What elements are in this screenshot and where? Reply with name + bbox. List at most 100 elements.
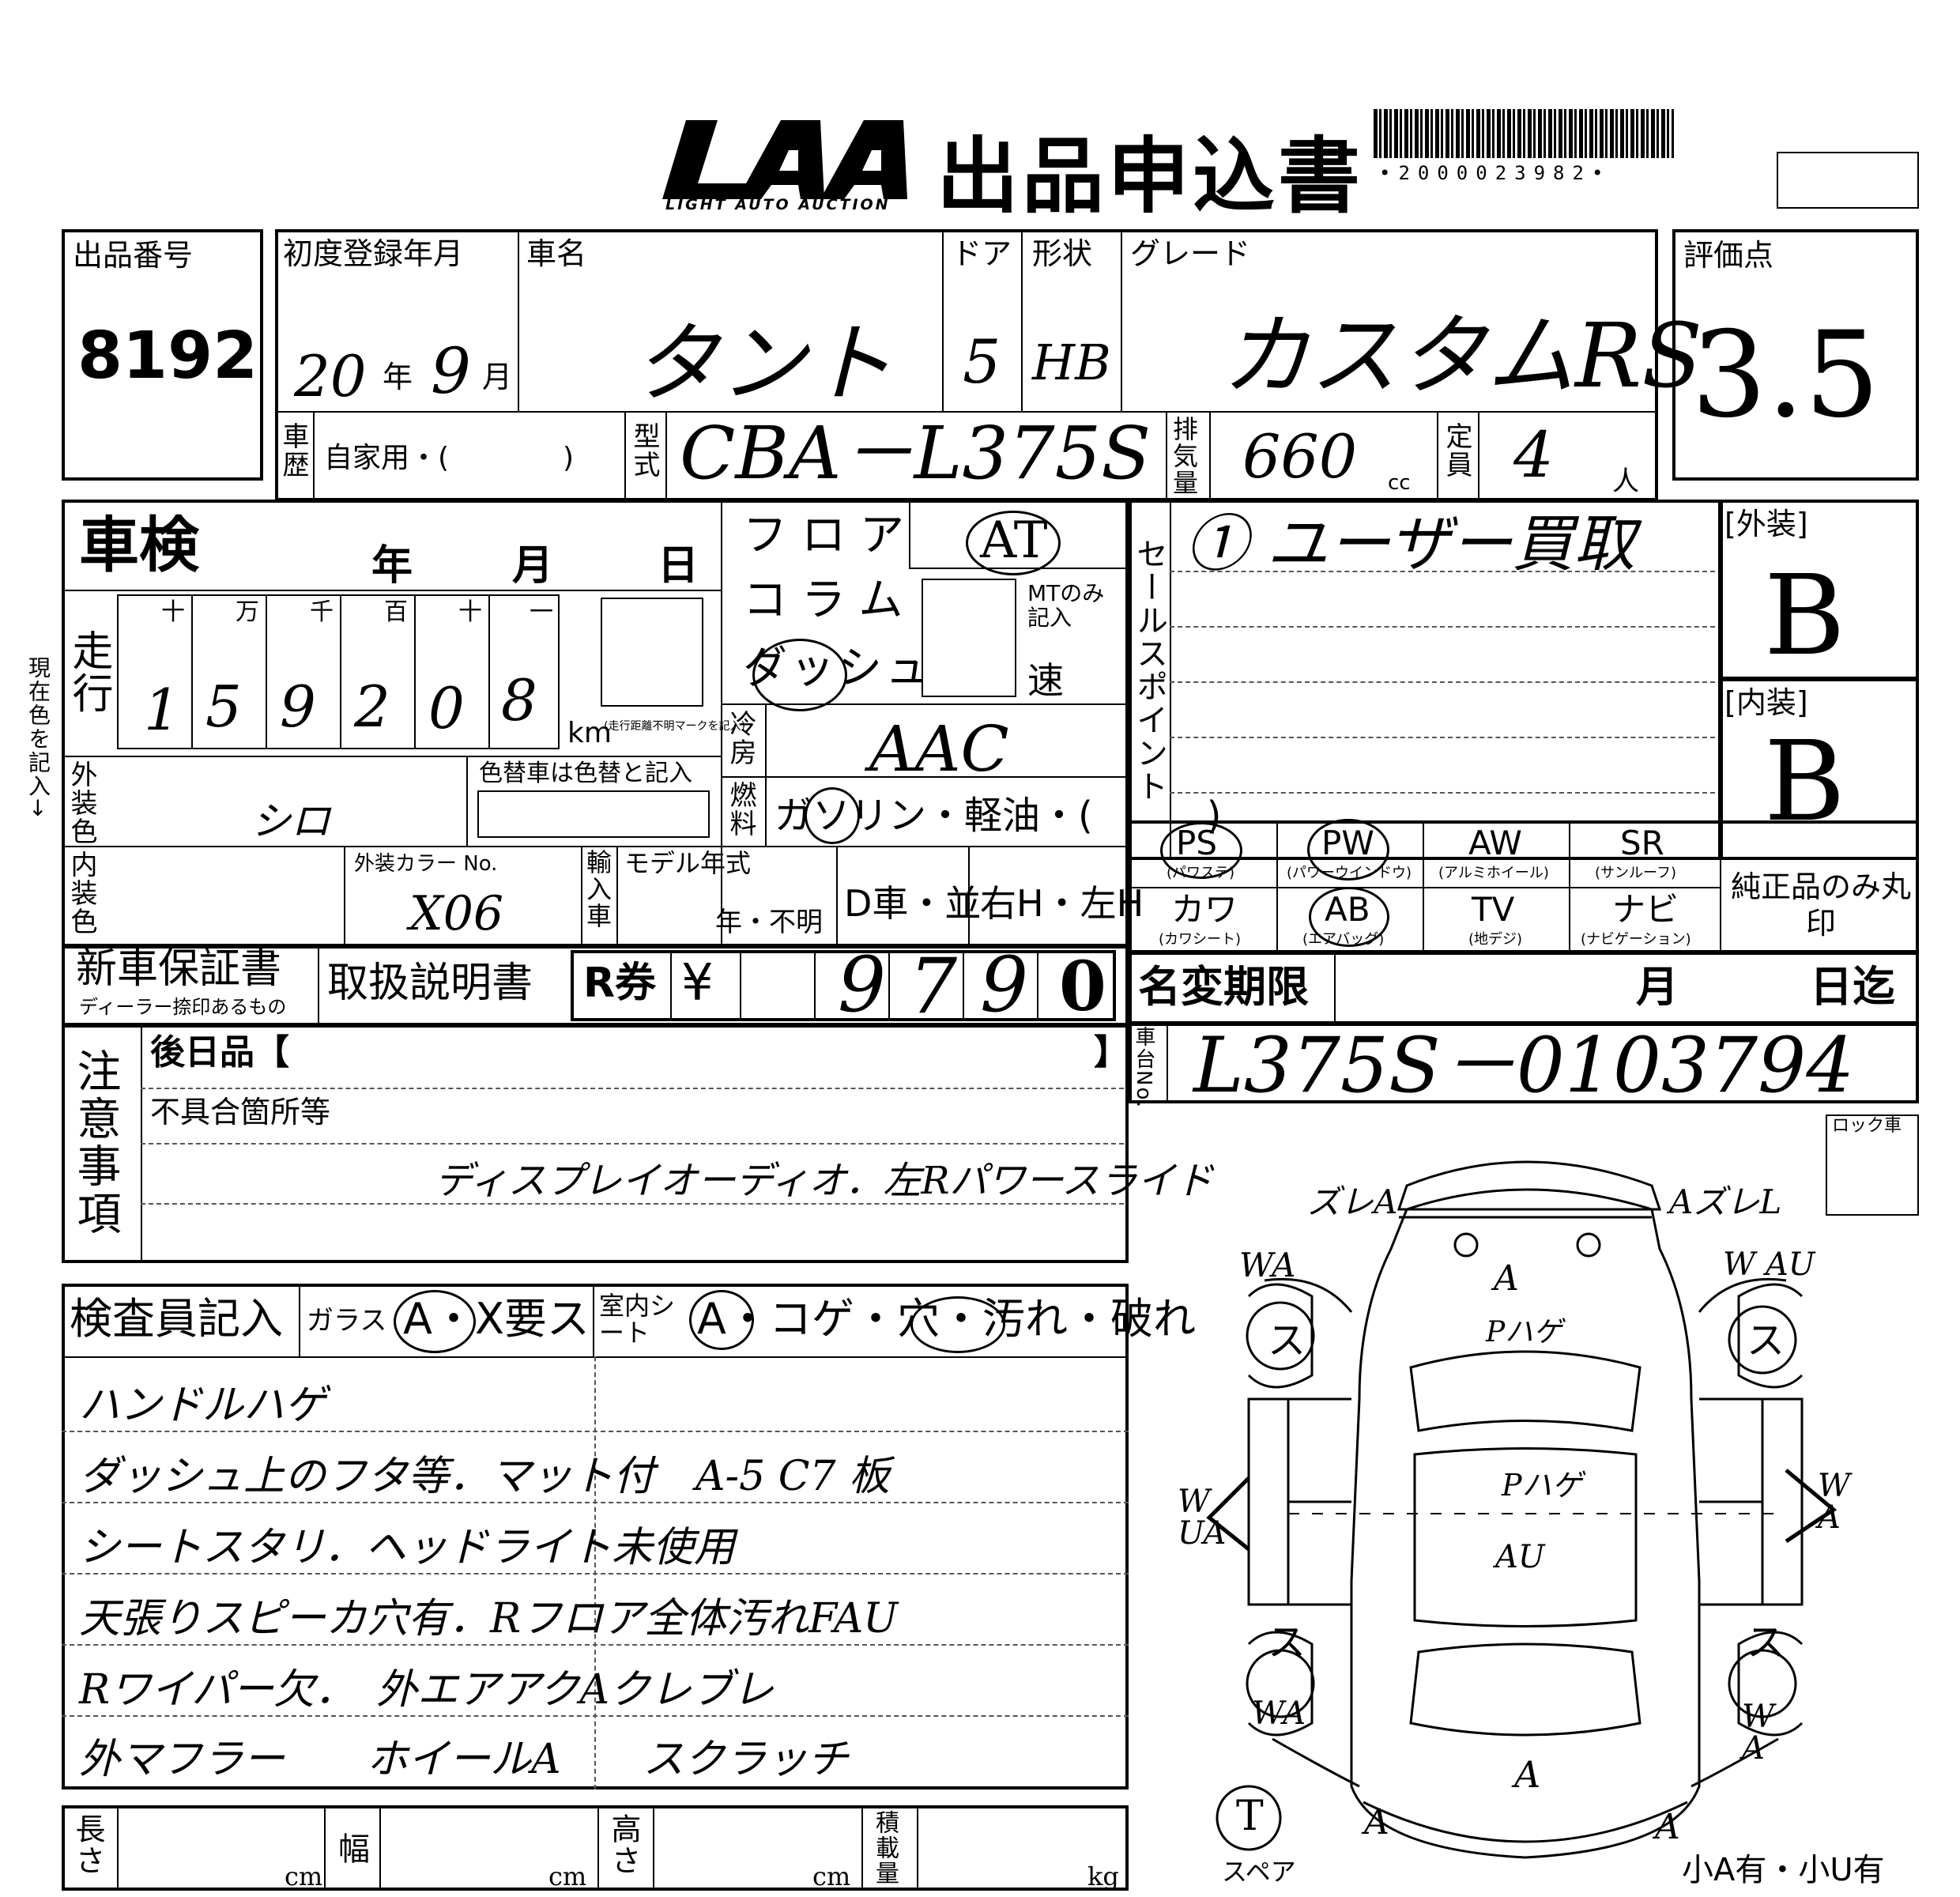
- mark-6: Pハゲ: [1502, 1468, 1582, 1503]
- digit-header-3: 百: [384, 598, 408, 626]
- shaken-year: 年: [371, 542, 413, 590]
- wheel-rear-right: [1728, 1649, 1797, 1718]
- dash-circle: [752, 639, 847, 711]
- ac-label: 冷房: [725, 710, 756, 767]
- lock-car-label: ロック車: [1832, 1116, 1902, 1136]
- seat-dirt-circle: [910, 1296, 1005, 1353]
- mark-14: A: [1655, 1807, 1680, 1847]
- name-change-label: 名変期限: [1138, 962, 1309, 1012]
- glass-label: ガラス: [307, 1305, 387, 1337]
- exterior-color-label: 外装色: [66, 760, 97, 846]
- chassis-label: 車台No.: [1132, 1026, 1155, 1110]
- laa-logo: LIGHT AUTO AUCTION: [662, 112, 923, 215]
- sales-point-text: ① ユーザー買取: [1185, 509, 1636, 580]
- interior-grade: B: [1764, 718, 1845, 847]
- handle-option: 右H・左H: [980, 882, 1144, 925]
- option-navi: ナビ: [1612, 890, 1679, 929]
- exterior-color: シロ: [251, 798, 330, 844]
- displacement: 660: [1242, 421, 1358, 492]
- seat-label: 室内シート: [599, 1292, 694, 1346]
- barcode-number: •2000023982•: [1379, 162, 1611, 184]
- reg-month-unit: 月: [482, 360, 513, 394]
- inspector-line-4: Rワイパー欠． 外エアアクAクレブレ: [79, 1666, 775, 1714]
- chassis-box: [1129, 1023, 1919, 1103]
- dealer-option: D車・並: [844, 882, 982, 925]
- mileage-label: 走行: [65, 629, 112, 715]
- interior-grade-box: [1720, 678, 1919, 860]
- defects-label: 不具合箇所等: [150, 1095, 331, 1130]
- person-unit: 人: [1612, 466, 1639, 497]
- import-label: 輸入車: [582, 849, 612, 930]
- option-aw: AW: [1468, 824, 1522, 862]
- mark-11: W A: [1742, 1699, 1775, 1767]
- inspector-line-3: 天張りスピーカ穴有．Rフロア全体汚れFAU: [79, 1595, 899, 1642]
- recycle-digit-2: 9: [980, 941, 1029, 1029]
- mileage-digit-1: 5: [205, 673, 242, 740]
- wheel-rear-left: [1246, 1649, 1315, 1718]
- spare-tire-label: T: [1236, 1793, 1264, 1840]
- reg-label: 初度登録年月: [283, 236, 464, 271]
- grade: カスタムRS: [1221, 305, 1703, 408]
- mileage-digit-0: 1: [144, 677, 180, 743]
- genuine-note-text: 純正品のみ丸印: [1730, 869, 1911, 941]
- load-kg: kg: [1087, 1861, 1119, 1891]
- reg-month: 9: [431, 334, 471, 408]
- mark-9: W A: [1818, 1468, 1851, 1536]
- mark-10: WA: [1252, 1695, 1306, 1732]
- mileage-digit-3: 2: [354, 673, 390, 740]
- reg-year: 20: [294, 343, 367, 409]
- shaken-day: 日: [658, 542, 699, 590]
- mt-note-1: MTのみ記入: [1027, 581, 1122, 631]
- length-cm: cm: [285, 1861, 323, 1891]
- height-cm: cm: [812, 1861, 851, 1891]
- mark-5: Pハゲ: [1486, 1316, 1562, 1348]
- spare-label: スペア: [1222, 1857, 1296, 1887]
- height-label: 高さ: [606, 1813, 641, 1876]
- car-name-label: 車名: [526, 236, 587, 271]
- mark-7: AU: [1495, 1539, 1545, 1575]
- option-ps-circle: [1160, 822, 1242, 879]
- barcode: [1374, 109, 1674, 158]
- warranty-note: ディーラー捺印あるもの: [79, 996, 287, 1018]
- option-aw-sub: (アルミホイール): [1438, 865, 1549, 881]
- length-label: 長さ: [70, 1813, 105, 1876]
- color-change-box: [477, 790, 710, 838]
- exterior-grade: B: [1764, 552, 1845, 681]
- lot-number-label: 出品番号: [73, 238, 194, 273]
- mileage-digit-5: 8: [501, 667, 537, 734]
- width-label: 幅: [338, 1831, 370, 1868]
- capacity-label: 定員: [1441, 422, 1472, 479]
- mileage-digit-2: 9: [280, 673, 316, 740]
- inspector-line-5: 外マフラー ホイールA スクラッチ: [79, 1736, 849, 1783]
- option-leather: カワ: [1171, 890, 1238, 929]
- blank-stamp-box: [1777, 152, 1919, 209]
- recycle-digit-0: 9: [838, 941, 887, 1029]
- mileage-unknown-box: [601, 598, 703, 707]
- form-title: 出品申込書: [937, 128, 1364, 224]
- interior-grade-label: [内装]: [1724, 685, 1808, 720]
- model-label: 型式: [628, 422, 660, 479]
- model: CBA－L375S: [680, 411, 1152, 496]
- score-label: 評価点: [1683, 238, 1774, 273]
- exterior-grade-label: [外装]: [1724, 507, 1808, 541]
- cc-unit: cc: [1388, 471, 1411, 495]
- fuel-label: 燃料: [725, 781, 756, 838]
- model-year-unit: 年・不明: [715, 907, 823, 938]
- digit-header-5: 一: [530, 598, 553, 626]
- logo-subtitle: LIGHT AUTO AUCTION: [665, 196, 891, 213]
- shaken-month: 月: [512, 542, 554, 590]
- mark-3: W AU: [1723, 1246, 1815, 1283]
- wheel-front-left: [1246, 1301, 1315, 1371]
- defects-text: ディスプレイオーディオ．左Rパワースライド: [435, 1159, 1214, 1203]
- lot-number: 8192: [77, 319, 258, 394]
- option-pw-circle: [1307, 819, 1389, 881]
- interior-color-label: 内装色: [66, 850, 97, 936]
- model-year-label: モデル年式: [624, 848, 752, 878]
- history-text: 自家用・( ): [324, 442, 575, 474]
- color-no-label: 外装カラー No.: [354, 852, 498, 876]
- shift-circle: [966, 511, 1061, 575]
- score-box: [1672, 229, 1919, 481]
- recycle-digit-1: 7: [909, 942, 958, 1031]
- glass-circle: [394, 1290, 476, 1353]
- yen-sign: ¥: [681, 954, 714, 1013]
